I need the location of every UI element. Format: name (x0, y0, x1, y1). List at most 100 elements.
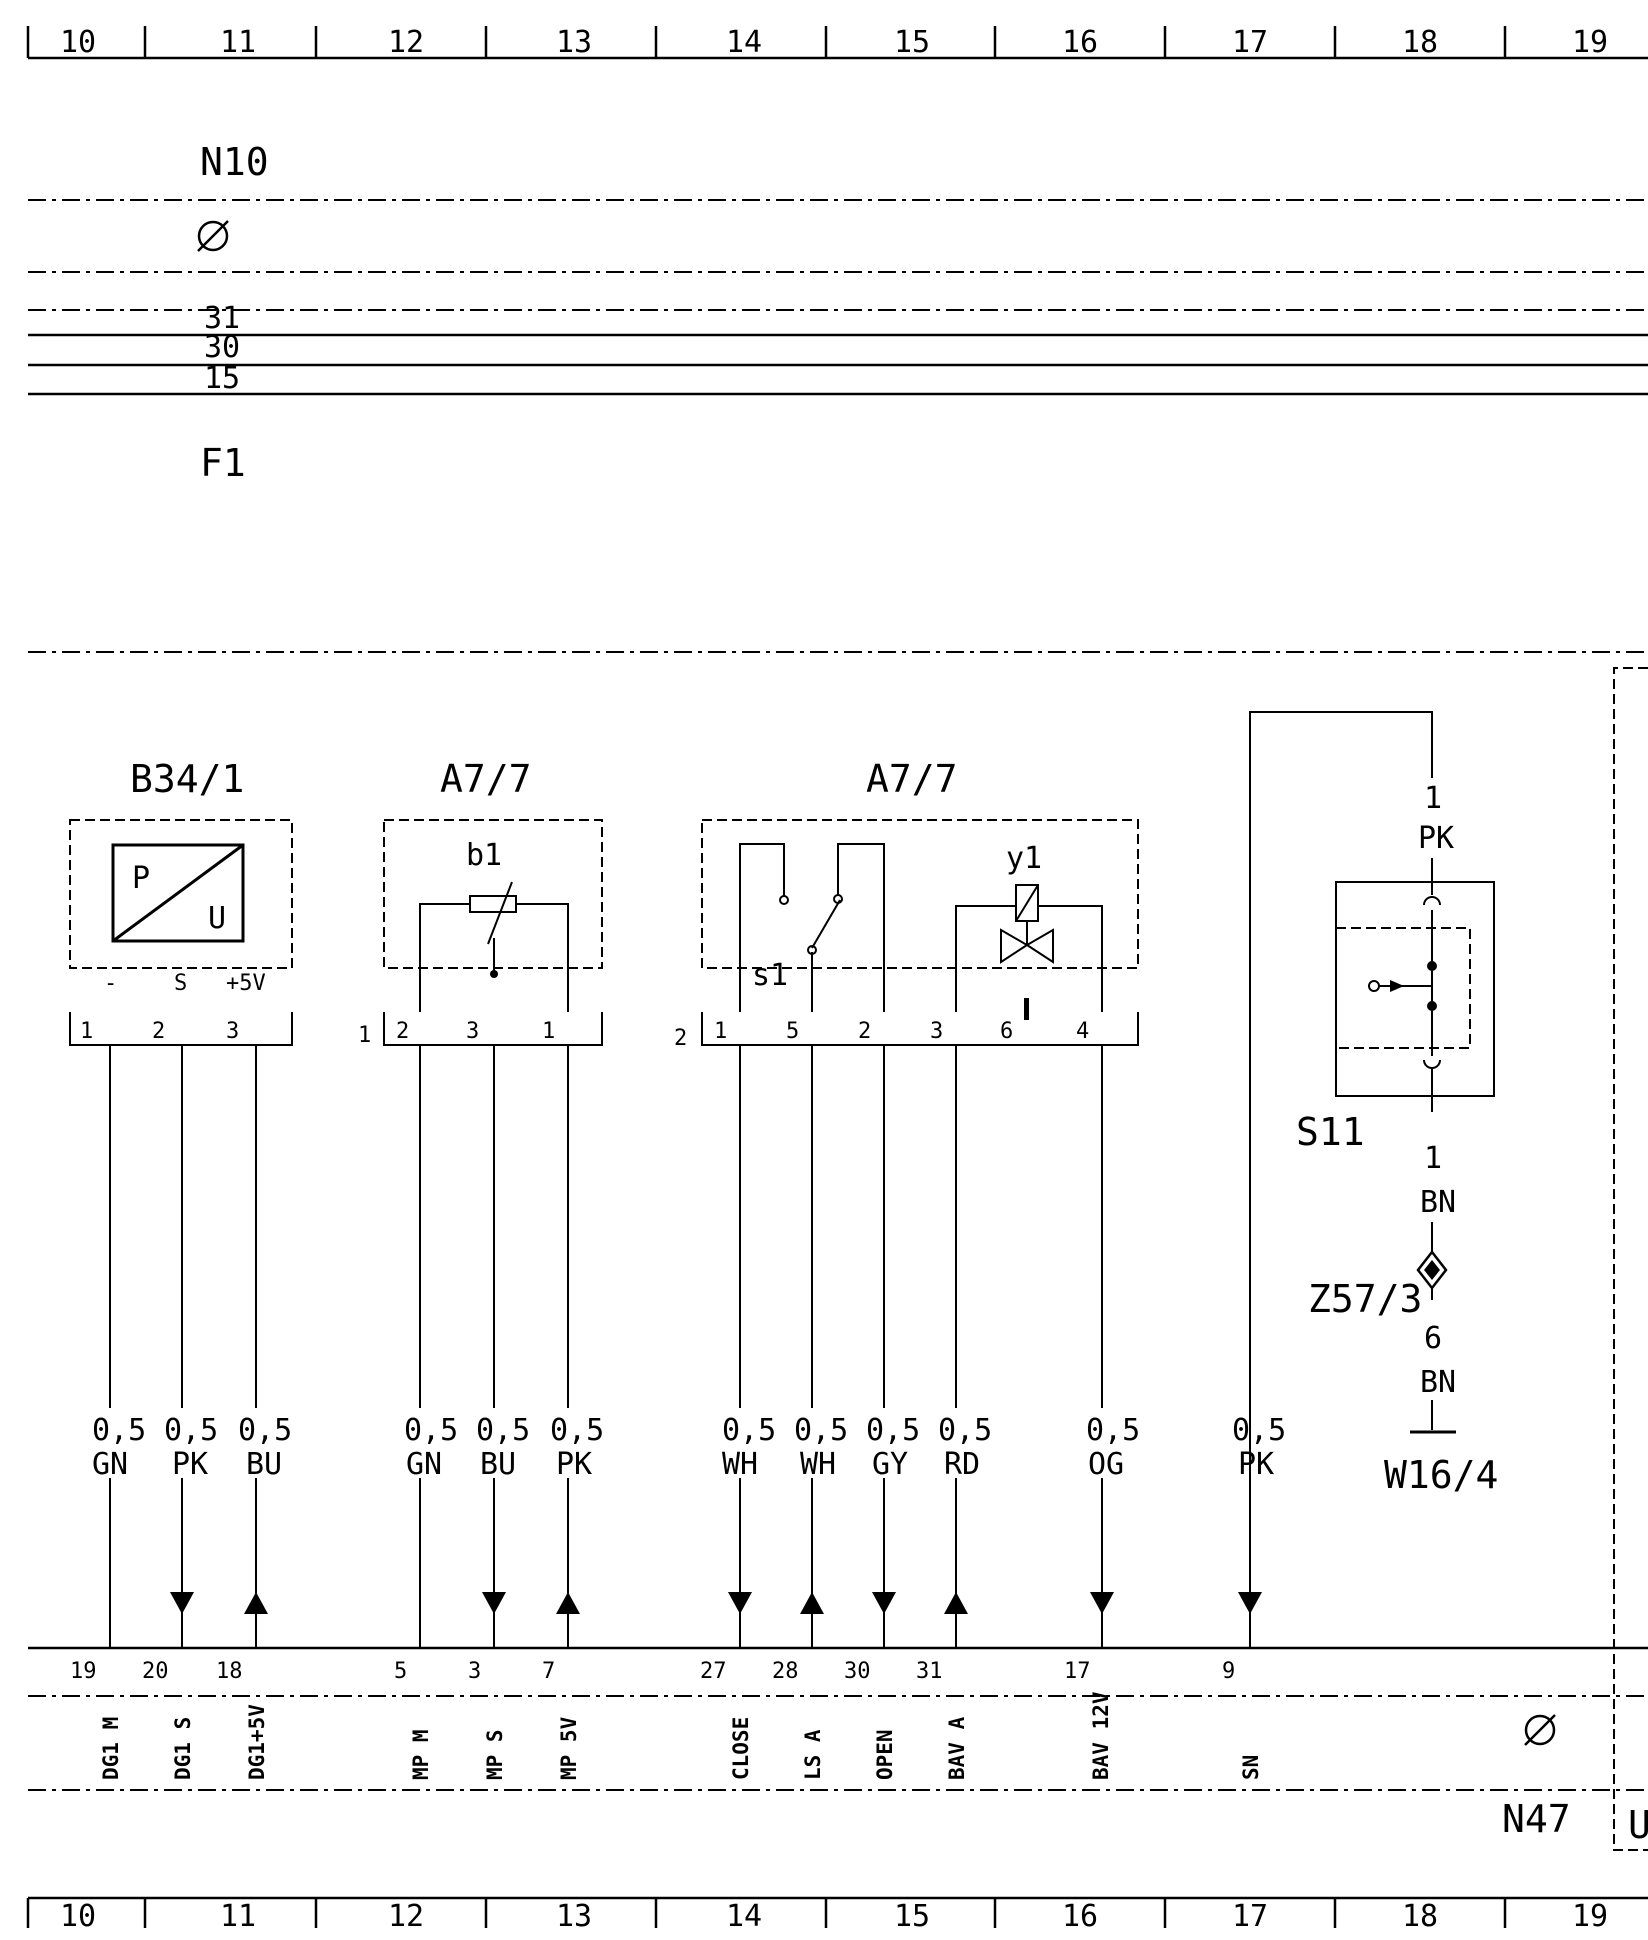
a7b-pin-6: 6 (1000, 1019, 1013, 1044)
col-15: 15 (894, 1899, 930, 1934)
s11-switch: 1 PK S11 1 BN Z57/3 6 BN W16/4 (1249, 711, 1498, 1620)
s11-color-bot: BN (1420, 1185, 1456, 1220)
z57-color: BN (1420, 1365, 1456, 1400)
wire-color: PK (172, 1447, 208, 1482)
b34-1-label: B34/1 (130, 757, 244, 801)
n47-pin: 9 (1222, 1659, 1235, 1684)
arrow-down-icon (872, 1592, 896, 1614)
n47-signal: MP S (483, 1729, 507, 1780)
col-10: 10 (60, 1899, 96, 1934)
n47-signal: BAV 12V (1089, 1691, 1113, 1780)
wire-labels: 0,5 GN 0,5 PK 0,5 BU 0,5 GN 0,5 BU 0,5 P… (92, 1413, 1286, 1482)
col-16: 16 (1062, 1899, 1098, 1934)
n47-pin: 28 (772, 1659, 799, 1684)
col-12: 12 (388, 1899, 424, 1934)
wire-size: 0,5 (238, 1413, 292, 1448)
wire-size: 0,5 (1086, 1413, 1140, 1448)
top-column-ruler: 10 11 12 13 14 15 16 17 18 19 (26, 25, 1648, 60)
col-16: 16 (1062, 25, 1098, 60)
n47-pin: 3 (468, 1659, 481, 1684)
supply-rails: 31 30 15 (28, 301, 1648, 396)
n47-pin: 5 (394, 1659, 407, 1684)
a7b-pin-4: 4 (1076, 1019, 1089, 1044)
n47-signal: DG1 M (99, 1717, 123, 1780)
wire-color: GN (92, 1447, 128, 1482)
n47-pin: 20 (142, 1659, 169, 1684)
wire-size: 0,5 (866, 1413, 920, 1448)
arrow-up-icon (944, 1592, 968, 1614)
b1-label: b1 (466, 838, 502, 873)
arrow-down-icon (482, 1592, 506, 1614)
wire-size: 0,5 (794, 1413, 848, 1448)
n47-signal: CLOSE (729, 1717, 753, 1780)
col-10: 10 (60, 25, 96, 60)
n47-pin: 30 (844, 1659, 871, 1684)
rail-15: 15 (204, 361, 240, 396)
s11-label: S11 (1296, 1110, 1365, 1154)
col-14: 14 (726, 25, 762, 60)
wire-size: 0,5 (404, 1413, 458, 1448)
edge-letter: U (1628, 1803, 1648, 1847)
wire-color: WH (722, 1447, 758, 1482)
ground-symbol-icon (1524, 1714, 1556, 1746)
n47-signal: OPEN (873, 1729, 897, 1780)
signal-arrows (170, 1592, 1262, 1614)
pu-u: U (208, 901, 226, 936)
arrow-up-icon (556, 1592, 580, 1614)
a7b-pin-2: 2 (858, 1019, 871, 1044)
b34-pin-s: S (174, 971, 187, 996)
col-11: 11 (220, 1899, 256, 1934)
n47-signal: MP M (409, 1729, 433, 1780)
arrow-down-icon (1090, 1592, 1114, 1614)
col-19: 19 (1572, 1899, 1608, 1934)
bottom-column-ruler: 10 11 12 13 14 15 16 17 18 19 (26, 1896, 1648, 1934)
n47-signal: LS A (801, 1729, 825, 1780)
n47-signal: MP 5V (557, 1716, 581, 1780)
col-19: 19 (1572, 25, 1608, 60)
n47-pin: 31 (916, 1659, 943, 1684)
wire-group (109, 1045, 1251, 1648)
rail-31: 31 (204, 301, 240, 336)
pu-p: P (132, 861, 150, 896)
n47-signal: DG1+5V (245, 1704, 269, 1780)
n47-signal: SN (1239, 1755, 1263, 1780)
a7b-pin-1: 1 (714, 1019, 727, 1044)
w16-4-label: W16/4 (1384, 1453, 1498, 1497)
wire-size: 0,5 (550, 1413, 604, 1448)
n47-pin: 7 (542, 1659, 555, 1684)
z57-3-label: Z57/3 (1308, 1277, 1422, 1321)
a7-7-b-conn: 2 (674, 1026, 687, 1051)
wire-color: GN (406, 1447, 442, 1482)
arrow-up-icon (800, 1592, 824, 1614)
n47-signal: DG1 S (171, 1717, 195, 1780)
b34-pin-1: 1 (80, 1019, 93, 1044)
z57-pin: 6 (1424, 1321, 1442, 1356)
wire-color: RD (944, 1447, 980, 1482)
a7b-pin-3: 3 (930, 1019, 943, 1044)
wire-size: 0,5 (722, 1413, 776, 1448)
col-14: 14 (726, 1899, 762, 1934)
s1-label: s1 (752, 958, 788, 993)
wire-color: PK (556, 1447, 592, 1482)
a7a-pin-2: 2 (396, 1019, 409, 1044)
a7-7-a-label: A7/7 (440, 757, 532, 801)
f1-label: F1 (200, 441, 246, 485)
a7-7-switch-valve: A7/7 s1 y1 2 1 5 2 3 6 4 (674, 757, 1139, 1051)
rail-30: 30 (204, 330, 240, 365)
wire-size: 0,5 (1232, 1413, 1286, 1448)
arrow-down-icon (1238, 1592, 1262, 1614)
right-edge-box: U (1613, 667, 1648, 1851)
wire-color: BU (480, 1447, 516, 1482)
b34-pin-2: 2 (152, 1019, 165, 1044)
col-12: 12 (388, 25, 424, 60)
n47-control-unit: 19 20 18 5 3 7 27 28 30 31 17 9 DG1 M DG… (28, 1646, 1648, 1841)
s11-pin-top: 1 (1424, 781, 1442, 816)
n10-label: N10 (200, 140, 269, 184)
b34-pin-5v: +5V (226, 971, 266, 996)
s11-color-top: PK (1418, 821, 1454, 856)
s11-pin-bot: 1 (1424, 1141, 1442, 1176)
col-18: 18 (1402, 1899, 1438, 1934)
col-13: 13 (556, 25, 592, 60)
wire-color: WH (800, 1447, 836, 1482)
